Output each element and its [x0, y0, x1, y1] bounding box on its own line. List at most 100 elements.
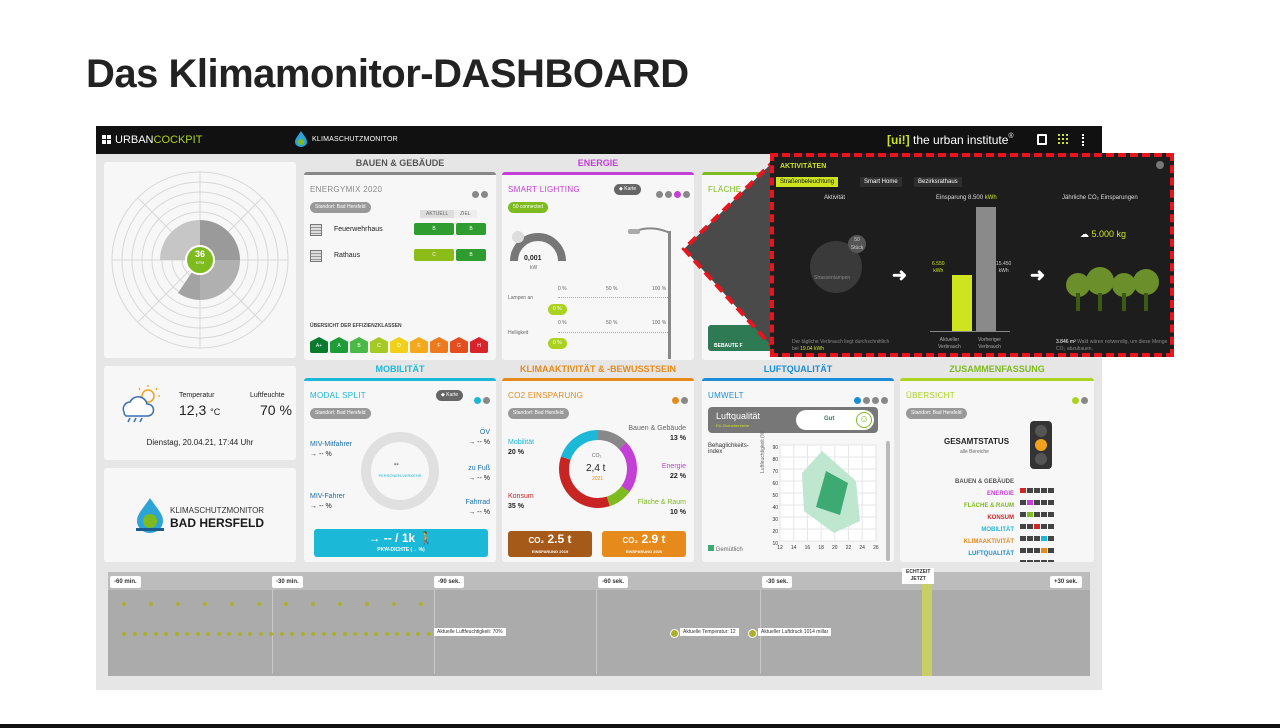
luftqualitaet-box: Luftqualität EU-Grenzbereiche Gut ☺	[708, 407, 878, 433]
karte-button[interactable]: ◆ Karte	[436, 390, 464, 401]
energymix-title: ENERGYMIX 2020	[310, 185, 383, 194]
section-luftqualitaet: LUFTQUALITÄT	[702, 364, 894, 374]
card-dots[interactable]	[470, 185, 488, 203]
pkw-dichte-button[interactable]: → -- / 1k 🚶 PKW-DICHTE (→ %)	[314, 529, 488, 557]
timeline-dot	[338, 602, 342, 606]
timeline-track	[108, 590, 1090, 676]
status-row-label: BAUEN & GEBÄUDE	[954, 479, 1014, 485]
timeline-dot	[258, 632, 263, 636]
gemuetlich-zone	[816, 471, 848, 515]
status-square	[1041, 524, 1047, 529]
modal-item-value: → -- %	[310, 503, 332, 510]
callout-pointer	[681, 157, 776, 353]
status-square	[1048, 500, 1054, 505]
smart-lighting-title: SMART LIGHTING	[508, 185, 580, 194]
timeline-dot	[174, 632, 179, 636]
card-dots[interactable]	[1070, 391, 1088, 409]
modal-item-value: → -- %	[468, 475, 490, 482]
status-square	[1048, 488, 1054, 493]
energymix-target: B	[456, 223, 486, 235]
efficiency-class-0: A+	[310, 337, 328, 353]
footer-verbrauch: Der tägliche Verbrauch liegt durchschnit…	[792, 339, 890, 352]
lampen-slider[interactable]	[558, 297, 668, 298]
timeline-dot	[132, 632, 137, 636]
card-dots[interactable]	[852, 391, 888, 409]
standort-pill[interactable]: Standort: Bad Hersfeld	[906, 408, 967, 419]
timeline-dot	[176, 602, 180, 606]
temperature-value: 12,3 °C	[179, 402, 221, 418]
grid-icon[interactable]	[1058, 134, 1068, 144]
lampen-an-label: Lampen an	[508, 295, 534, 301]
klimaschutz-drop-icon	[294, 131, 308, 147]
helligkeit-slider[interactable]	[558, 332, 668, 333]
timeline[interactable]: -60 min. -30 min. -90 sek. -60 sek. -30 sek.…	[108, 568, 1090, 676]
modal-item-label: Fahrrad	[465, 499, 490, 506]
standort-pill[interactable]: Standort: Bad Hersfeld	[310, 408, 371, 419]
card-dots[interactable]	[472, 391, 490, 409]
x-tick: 16	[805, 545, 811, 551]
tab-bezirksrathaus[interactable]: Bezirksrathaus	[914, 177, 962, 187]
status-square	[1034, 512, 1040, 517]
einsparung-2019[interactable]: CO₂ 2.5 t EINSPARUNG 2019	[508, 531, 592, 557]
bar-vorheriger	[976, 207, 996, 331]
co2-center-label: CO₂	[592, 453, 602, 459]
status-square	[1027, 560, 1033, 562]
timeline-dot	[153, 632, 158, 636]
more-vert-icon[interactable]	[1082, 134, 1084, 146]
timeline-dot	[185, 632, 189, 636]
status-square	[1027, 500, 1033, 505]
x-tick: 14	[791, 545, 797, 551]
karte-button[interactable]: ◆ Karte	[614, 184, 642, 195]
status-square	[1041, 536, 1047, 541]
timeline-dot	[353, 632, 357, 636]
tab-smart-home[interactable]: Smart Home	[860, 177, 902, 187]
card-dots[interactable]	[670, 391, 688, 409]
weather-icon	[122, 385, 160, 423]
y-tick: 30	[772, 517, 778, 523]
modal-donut	[361, 432, 439, 510]
umwelt-card: UMWELT Luftqualität EU-Grenzbereiche Gut…	[702, 378, 894, 562]
status-squares	[1020, 492, 1055, 510]
y-tick: 40	[772, 505, 778, 511]
tooltip-pressure: Aktueller Luftdruck 1014 millar	[758, 628, 832, 636]
col-co2: Jährliche CO₂ Einsparungen	[1062, 195, 1138, 201]
tab-strassenbeleuchtung[interactable]: Straßenbeleuchtung	[776, 177, 839, 187]
scrollbar[interactable]	[886, 441, 890, 561]
energymix-current: B	[414, 223, 454, 235]
timeline-dot	[363, 632, 368, 636]
map-icon[interactable]	[1037, 134, 1047, 145]
timeline-tick[interactable]: -30 sek.	[762, 576, 793, 588]
timeline-tick[interactable]: -30 min.	[272, 576, 303, 588]
timeline-tick[interactable]: -60 sek.	[598, 576, 629, 588]
aktuell-tab[interactable]: AKTUELL	[420, 210, 455, 218]
building-icon	[310, 224, 322, 236]
close-icon[interactable]	[1156, 161, 1164, 169]
status-square	[1048, 548, 1054, 553]
timeline-dot	[122, 632, 126, 636]
einsparung-2020[interactable]: CO₂ 2.9 t EINSPARUNG 2020	[602, 531, 686, 557]
modal-item-label: zu Fuß	[468, 465, 490, 472]
status-square	[1048, 512, 1054, 517]
standort-pill[interactable]: Standort: Bad Hersfeld	[508, 408, 569, 419]
modal-center-value: --	[394, 461, 399, 468]
modal-item-label: ÖV	[479, 429, 490, 436]
timeline-tick[interactable]: -90 sek.	[434, 576, 465, 588]
modal-center-label: PERSONEN-VERKEHR	[378, 473, 422, 478]
card-dots[interactable]	[654, 185, 690, 203]
co2-item-value: 13 %	[670, 435, 686, 442]
ziel-tab[interactable]: ZIEL	[454, 210, 477, 218]
urbancockpit-logo[interactable]: URBANCOCKPIT	[115, 134, 203, 146]
timeline-marker[interactable]	[670, 629, 679, 638]
status-toggle[interactable]: Gut ☺	[796, 410, 874, 430]
timeline-dot	[300, 632, 305, 636]
bebaute-label: BEBAUTE F	[714, 343, 743, 349]
timeline-marker[interactable]	[748, 629, 757, 638]
connected-pill[interactable]: 50 connected	[508, 202, 549, 213]
timeline-tick[interactable]: +30 sek.	[1050, 576, 1082, 588]
standort-pill[interactable]: Standort: Bad Hersfeld	[310, 202, 371, 213]
timeline-tick[interactable]: -60 min.	[110, 576, 141, 588]
co2-center-value: 2,4 t	[586, 463, 606, 474]
apps-icon[interactable]	[102, 135, 111, 144]
